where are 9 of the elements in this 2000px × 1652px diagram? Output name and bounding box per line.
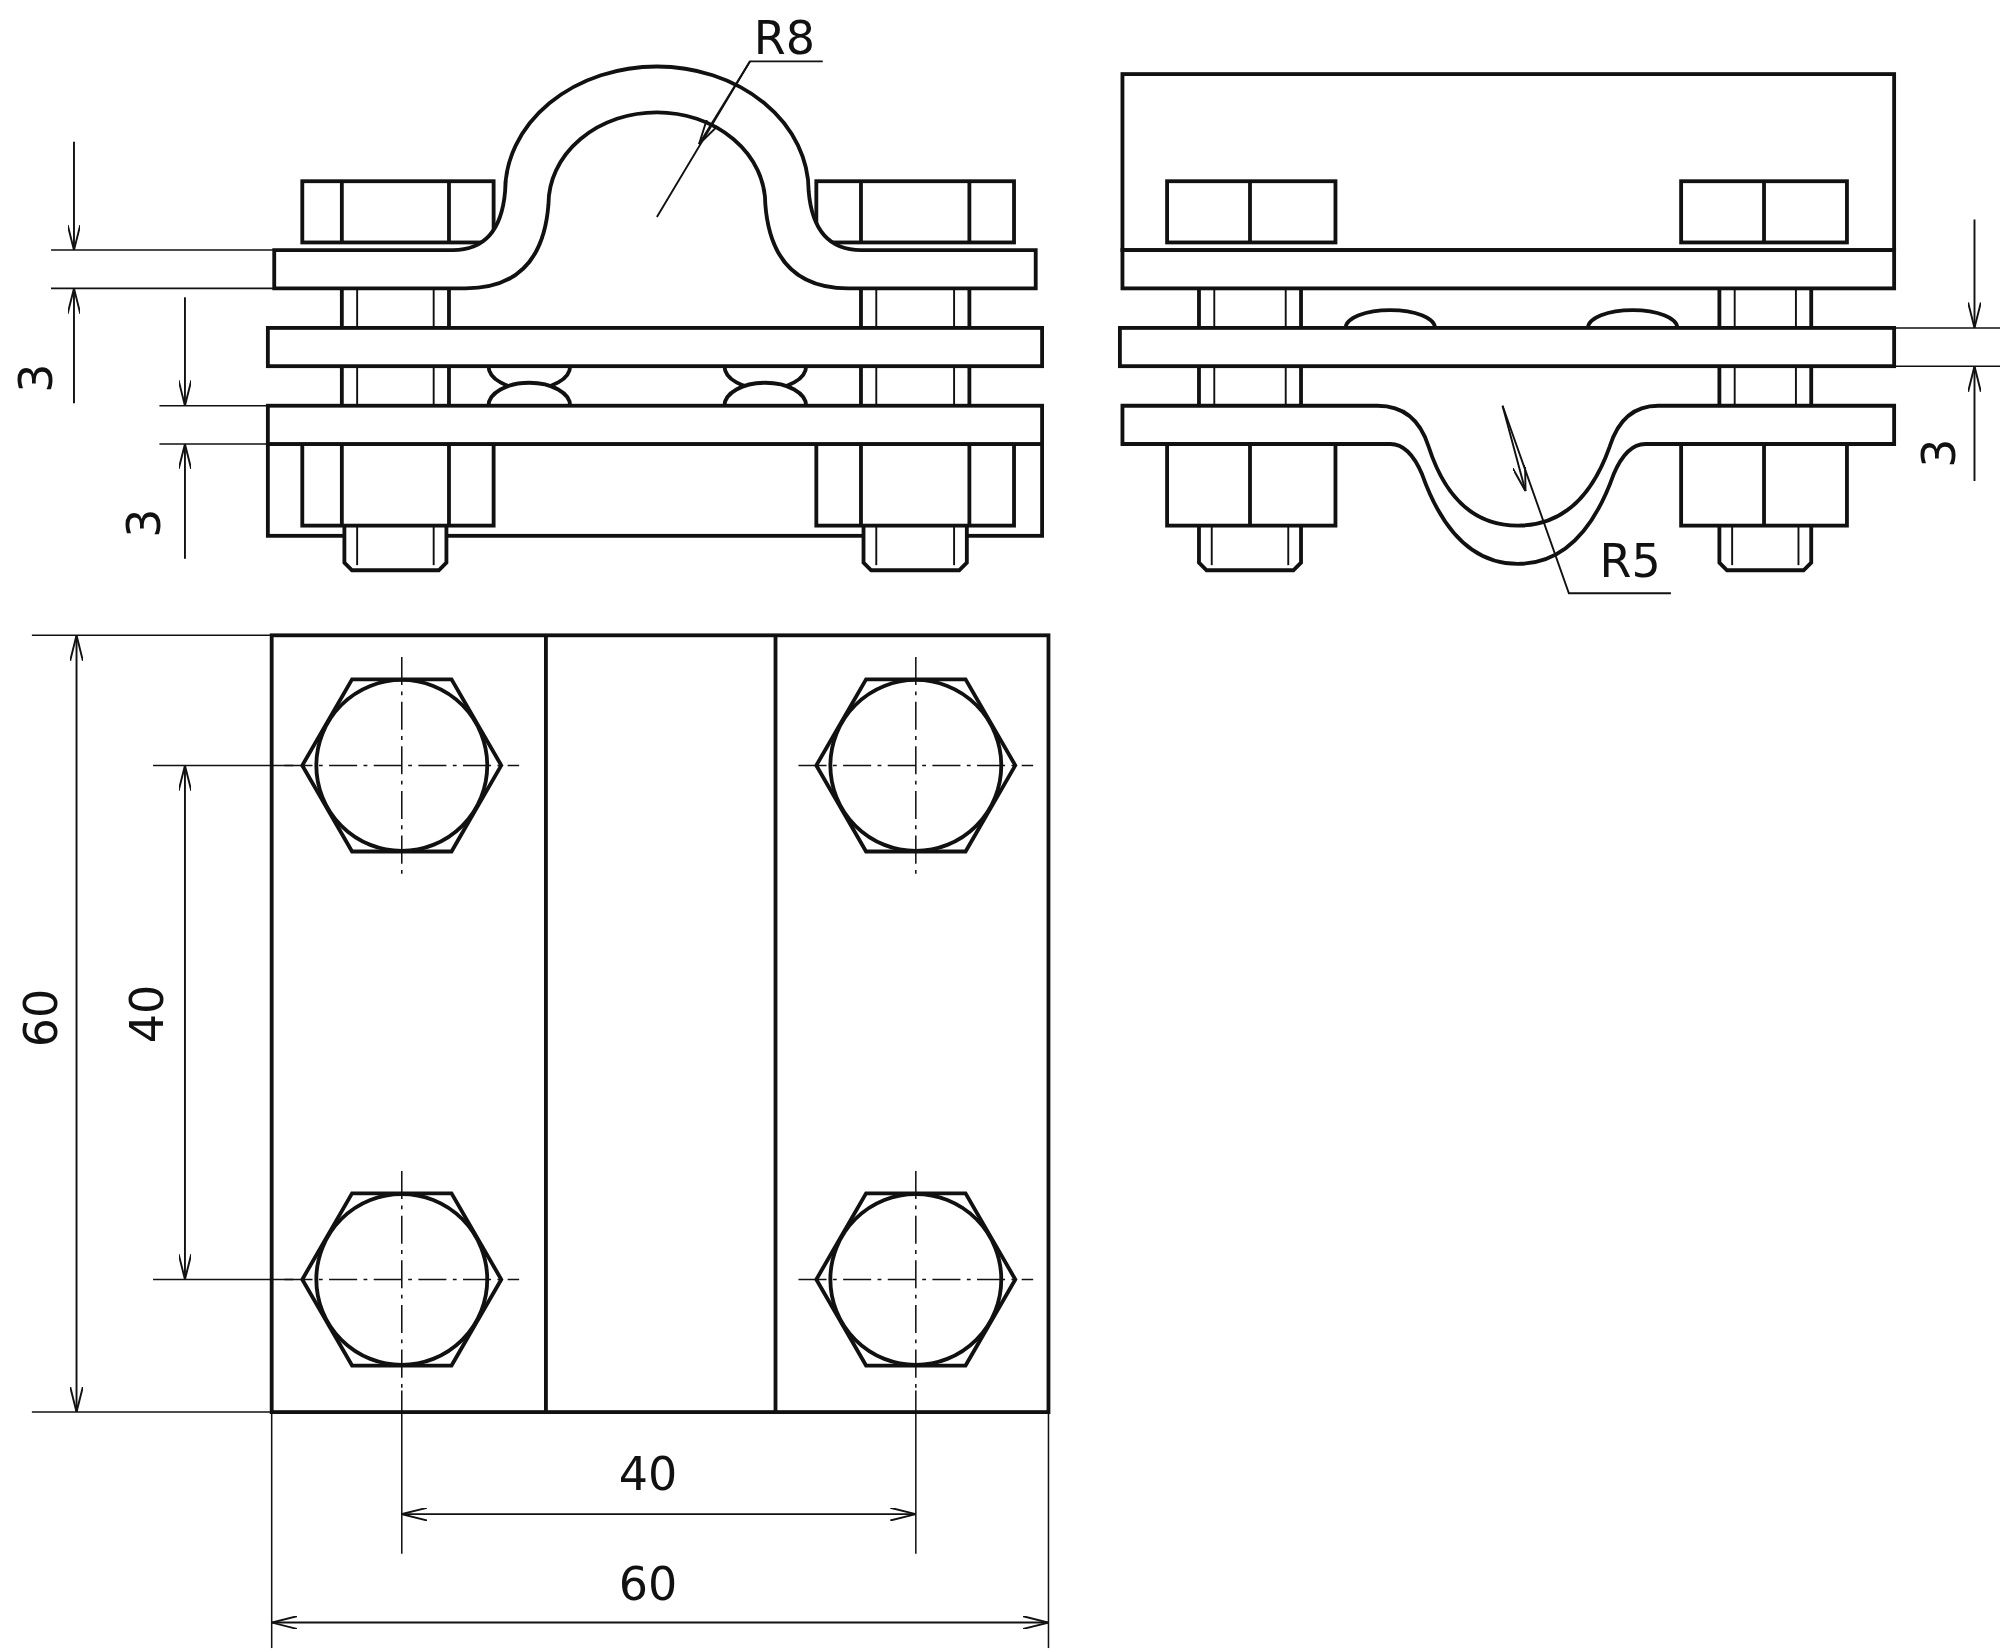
dimension-label: 3: [12, 362, 59, 393]
dimension-label: 40: [618, 1451, 678, 1498]
dimension-label: 40: [123, 984, 170, 1044]
dimension-label: 3: [121, 508, 168, 538]
dimension-label: 3: [1915, 438, 1962, 468]
dimension-label: R8: [753, 15, 816, 62]
dimension-label: R5: [1599, 538, 1661, 585]
dimension-label: 60: [618, 1561, 678, 1608]
dimension-label: 60: [17, 988, 64, 1048]
